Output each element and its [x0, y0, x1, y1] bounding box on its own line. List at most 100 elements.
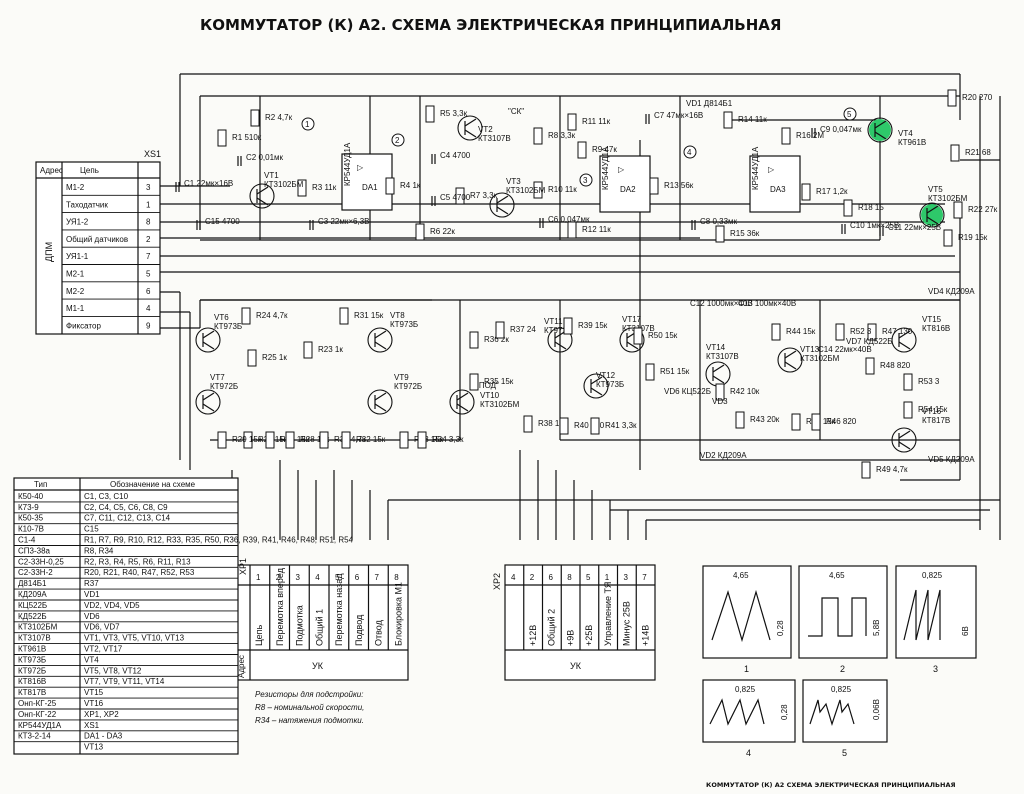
- resistor-label: R15 36к: [730, 229, 760, 238]
- waveform-number: 3: [933, 664, 938, 674]
- misc-label: VD4 КД209А: [928, 287, 975, 296]
- resistor-symbol: [843, 199, 853, 217]
- resistor-symbol: [455, 187, 465, 205]
- node-label: 4: [687, 148, 692, 157]
- transistor-ref: VT6: [214, 313, 229, 322]
- capacitor-label: C3 22мк×6,3В: [318, 217, 369, 226]
- parts-header-type: Тип: [34, 480, 47, 489]
- parts-ref: VT2, VT17: [84, 645, 123, 654]
- resistor-label: R3 11к: [312, 183, 337, 192]
- resistor-label: R21 68: [965, 148, 991, 157]
- parts-ref: DA1 - DA3: [84, 732, 123, 741]
- resistor-label: R27 15к: [280, 435, 310, 444]
- transistor-type: КТ817В: [922, 416, 950, 425]
- waveform-panel: [798, 565, 888, 659]
- xp2-chain: +9В: [565, 630, 575, 646]
- misc-label: "ПОД": [476, 381, 499, 390]
- resistor-label: R41 3,3к: [605, 421, 637, 430]
- resistor-symbol: [285, 431, 295, 449]
- parts-ref: VD6, VD7: [84, 623, 120, 632]
- transistor-type: КТ972Б: [394, 382, 422, 391]
- transistor-symbol: [457, 115, 483, 141]
- parts-ref: VT1, VT3, VT5, VT10, VT13: [84, 634, 185, 643]
- resistor-symbol: [523, 415, 533, 433]
- xs1-row-chain: УЯ1-1: [66, 252, 89, 261]
- resistor-label: R45 15к: [806, 417, 836, 426]
- parts-type: К50-35: [18, 514, 44, 523]
- parts-type: КТ3-2-14: [18, 732, 51, 741]
- transistor-ref: VT14: [706, 343, 726, 352]
- resistor-symbol: [217, 431, 227, 449]
- resistor-symbol: [567, 221, 577, 239]
- resistor-label: R29 15к: [232, 435, 262, 444]
- transistor-type: КТ3102БМ: [506, 186, 546, 195]
- resistor-symbol: [469, 331, 479, 349]
- resistor-label: R6 22к: [430, 227, 455, 236]
- resistor-label: R14 11к: [738, 115, 767, 124]
- xs1-side-label: ДПМ: [44, 242, 54, 262]
- top-wiring: [160, 73, 1001, 540]
- parts-type: С1-4: [18, 536, 36, 545]
- waveform-number: 1: [744, 664, 749, 674]
- transistor-type: КТ3107В: [478, 134, 511, 143]
- xp2-pin: 6: [549, 573, 554, 582]
- resistor-label: R16 2М: [796, 131, 824, 140]
- resistor-label: R11 11к: [582, 117, 611, 126]
- node-marker: [683, 145, 697, 159]
- waveform-number: 4: [746, 748, 751, 758]
- waveform-trace: [903, 589, 941, 641]
- parts-type: КТ961В: [18, 645, 46, 654]
- parts-type: К10-7В: [18, 525, 44, 534]
- resistor-symbol: [903, 373, 913, 391]
- resistor-label: R51 15к: [660, 367, 690, 376]
- resistor-label: R49 4,7к: [876, 465, 908, 474]
- xp2-pin: 4: [511, 573, 516, 582]
- parts-type: КР544УД1А: [18, 721, 62, 730]
- waveform-panel: [802, 679, 888, 743]
- resistor-symbol: [861, 461, 871, 479]
- waveform-number: 2: [840, 664, 845, 674]
- footer-title: КОММУТАТОР (К) А2 СХЕМА ЭЛЕКТРИЧЕСКАЯ ПР…: [706, 781, 955, 789]
- resistor-label: R1 510к: [232, 133, 262, 142]
- transistor-symbol: [367, 327, 393, 353]
- node-label: 5: [847, 110, 852, 119]
- xp1-chain-label: Цепь: [254, 624, 264, 646]
- capacitor-label: C8 0,33мк: [700, 217, 738, 226]
- transistor-ref: VT10: [480, 391, 500, 400]
- parts-type: КЦ522Б: [18, 601, 47, 610]
- waveform-amplitude: 0,06В: [872, 699, 881, 720]
- parts-ref: С2, С4, С5, С6, С8, С9: [84, 503, 168, 512]
- resistor-symbol: [867, 323, 877, 341]
- parts-type: КТ817В: [18, 688, 46, 697]
- misc-label: "СК": [508, 107, 524, 116]
- resistor-symbol: [217, 129, 227, 147]
- resistor-symbol: [559, 417, 569, 435]
- resistor-label: R52 3: [850, 327, 872, 336]
- xp2-chain: Минус 25В: [622, 601, 632, 646]
- chip-da2: ▷ DA2 КР544УД1А: [599, 146, 651, 213]
- parts-ref: VT15: [84, 688, 104, 697]
- transistor-type: КТ816В: [922, 324, 950, 333]
- resistor-label: R13 56к: [664, 181, 694, 190]
- transistor-ref: VT2: [478, 125, 493, 134]
- misc-label: C13 100мк×40В: [738, 299, 796, 308]
- resistor-symbol: [953, 201, 963, 219]
- parts-type: КТ816В: [18, 677, 46, 686]
- resistor-symbol: [903, 401, 913, 419]
- capacitor-label: C6 0,047мк: [548, 215, 590, 224]
- misc-label: VD3: [712, 397, 728, 406]
- resistor-label: R31 15к: [354, 311, 384, 320]
- parts-ref: VT7, VT9, VT11, VT14: [84, 677, 165, 686]
- resistor-symbol: [723, 111, 733, 129]
- chip-da2-part: КР544УД1А: [601, 146, 610, 190]
- parts-type: КД209А: [18, 590, 47, 599]
- parts-ref: VT16: [84, 699, 104, 708]
- xp2-pin: 5: [586, 573, 591, 582]
- resistor-label: R38 15к: [538, 419, 568, 428]
- resistor-label: R23 1к: [318, 345, 343, 354]
